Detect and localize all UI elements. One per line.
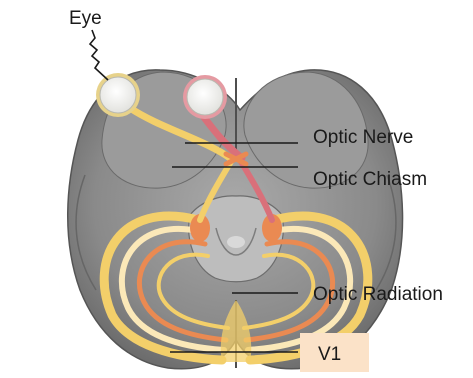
eye-left [96, 73, 140, 117]
label-optic-radiation: Optic Radiation [313, 284, 443, 305]
label-optic-chiasm: Optic Chiasm [313, 169, 427, 190]
brainstem-nucleus [227, 236, 245, 248]
label-eye: Eye [69, 8, 102, 29]
leader-eye [90, 30, 108, 80]
label-v1: V1 [318, 344, 341, 365]
label-optic-nerve: Optic Nerve [313, 127, 413, 148]
eye-right [183, 75, 227, 119]
